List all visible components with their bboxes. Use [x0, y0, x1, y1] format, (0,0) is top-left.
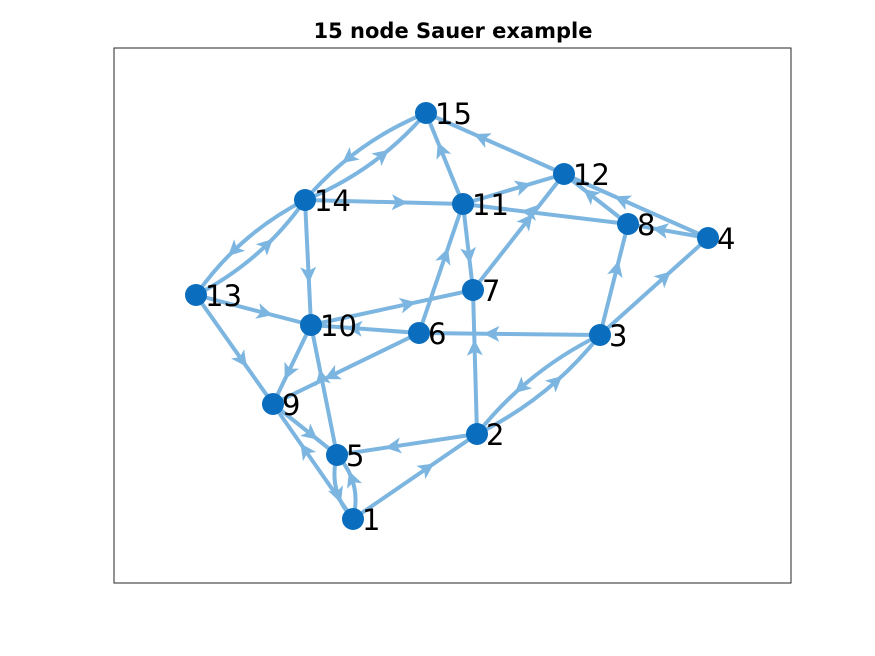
node-label-6: 6: [428, 317, 446, 351]
arrowhead-1-to-9: [300, 443, 317, 462]
node-2: [466, 423, 488, 445]
arrowhead-9-to-5: [300, 423, 318, 440]
arrowhead-13-to-14: [255, 238, 273, 256]
edge-6-to-9: [271, 331, 421, 406]
arrowhead-1-to-2: [416, 463, 435, 480]
arrowhead-6-to-9: [324, 364, 343, 380]
arrowhead-14-to-13: [228, 239, 246, 257]
edge-15-to-14: [303, 111, 428, 202]
edge-3-to-4: [598, 236, 710, 337]
axes-box: [113, 47, 792, 584]
arrowhead-2-to-5: [385, 437, 403, 454]
arrowhead-4-to-8: [652, 223, 670, 239]
edge-7-to-12: [471, 172, 566, 292]
arrowhead-3-to-4: [653, 271, 671, 289]
node-label-4: 4: [717, 222, 735, 256]
arrowhead-10-to-9: [284, 361, 299, 380]
node-label-1: 1: [362, 503, 380, 537]
edge-4-to-12: [562, 172, 710, 240]
node-10: [300, 314, 322, 336]
node-7: [462, 279, 484, 301]
edge-13-to-9: [194, 293, 275, 406]
node-5: [326, 444, 348, 466]
edge-14-to-10: [303, 198, 313, 327]
node-9: [262, 393, 284, 415]
arrowhead-4-to-12: [614, 195, 633, 211]
arrowhead-14-to-15: [371, 149, 389, 167]
edge-8-to-11: [461, 202, 630, 226]
arrowhead-2-to-3: [544, 376, 563, 393]
node-label-11: 11: [472, 188, 509, 222]
node-3: [589, 324, 611, 346]
node-label-2: 2: [486, 418, 504, 452]
edge-3-to-6: [417, 331, 602, 337]
edge-2-to-3: [475, 333, 602, 436]
arrowhead-11-to-7: [460, 246, 477, 264]
node-6: [408, 322, 430, 344]
node-label-13: 13: [205, 279, 242, 313]
node-11: [452, 193, 474, 215]
edge-12-to-15: [424, 111, 566, 176]
node-12: [553, 163, 575, 185]
node-label-10: 10: [320, 309, 357, 343]
node-8: [617, 213, 639, 235]
arrowhead-6-to-10: [346, 320, 363, 337]
plot-title: 15 node Sauer example: [314, 19, 593, 43]
arrowhead-14-to-10: [300, 266, 317, 283]
edge-14-to-11: [303, 198, 465, 206]
arrowhead-1-to-5: [347, 470, 363, 489]
edge-6-to-11: [417, 202, 465, 335]
node-label-8: 8: [637, 208, 655, 242]
edge-13-to-10: [194, 293, 313, 327]
arrowhead-10-to-7: [398, 297, 417, 314]
edge-1-to-2: [351, 432, 479, 521]
node-label-12: 12: [573, 158, 610, 192]
arrowhead-5-to-10: [315, 369, 331, 387]
node-label-14: 14: [314, 184, 351, 218]
edge-13-to-14: [194, 198, 307, 297]
arrowhead-3-to-2: [514, 376, 533, 393]
arrowhead-11-to-15: [436, 141, 452, 160]
edge-3-to-8: [598, 222, 630, 337]
node-label-7: 7: [482, 274, 500, 308]
node-label-5: 5: [346, 439, 364, 473]
node-label-3: 3: [609, 319, 627, 353]
node-1: [342, 508, 364, 530]
edge-2-to-7: [471, 288, 479, 436]
edge-2-to-5: [335, 432, 479, 457]
arrowhead-5-to-1: [327, 485, 343, 504]
arrowhead-3-to-8: [607, 260, 623, 279]
arrowhead-7-to-12: [516, 214, 533, 232]
edge-3-to-2: [475, 333, 602, 436]
arrowhead-11-to-12: [513, 180, 532, 196]
edge-11-to-12: [461, 172, 566, 206]
arrowhead-6-to-11: [435, 248, 451, 266]
node-label-15: 15: [435, 97, 472, 131]
edge-5-to-10: [309, 323, 339, 457]
arrowhead-2-to-7: [466, 339, 483, 356]
node-15: [415, 102, 437, 124]
arrowhead-13-to-10: [255, 303, 273, 319]
edge-6-to-10: [309, 323, 421, 335]
edges-layer: [194, 111, 710, 521]
arrowhead-8-to-11: [521, 205, 538, 221]
edge-14-to-13: [194, 198, 307, 297]
arrowhead-8-to-12: [583, 189, 601, 206]
arrowhead-12-to-15: [473, 133, 492, 148]
arrowhead-14-to-11: [391, 194, 408, 211]
node-14: [294, 189, 316, 211]
node-4: [697, 227, 719, 249]
edge-14-to-15: [303, 111, 428, 202]
edge-10-to-7: [309, 288, 475, 327]
nodes-layer: [185, 102, 719, 530]
arrowhead-15-to-14: [342, 146, 360, 164]
arrows-layer: [228, 133, 671, 504]
node-13: [185, 284, 207, 306]
arrowhead-13-to-9: [231, 349, 247, 367]
arrowhead-3-to-6: [483, 325, 500, 342]
node-label-9: 9: [282, 388, 300, 422]
